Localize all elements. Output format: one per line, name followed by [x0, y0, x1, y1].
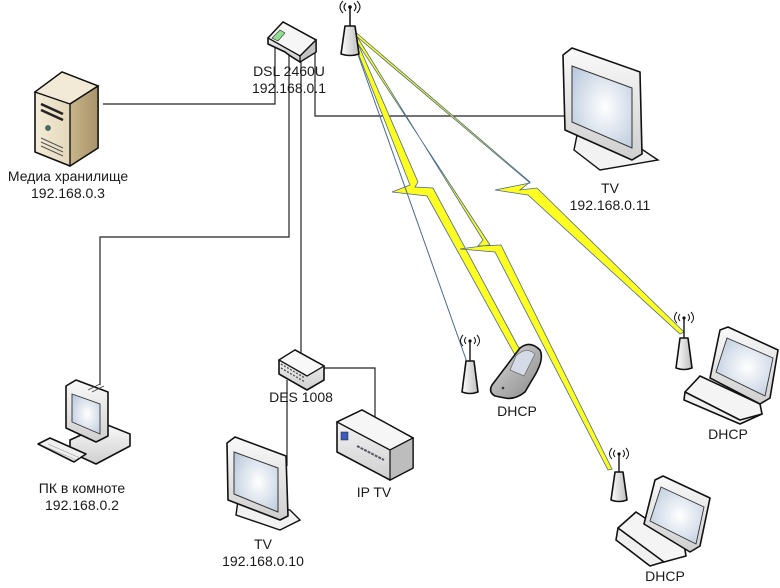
laptop-1-icon[interactable]	[683, 326, 779, 425]
pc-room-name: ПК в комноте	[38, 480, 126, 496]
media-storage-label: Медиа хранилище 192.168.0.3	[8, 168, 128, 202]
access-point-main-icon[interactable]	[339, 0, 361, 57]
switch-icon[interactable]	[277, 349, 326, 391]
wireless-beam-to-phone	[348, 29, 522, 356]
router-label: DSL 2460U 192.168.0.1	[252, 63, 326, 97]
wire-router-to-tv-living	[314, 45, 570, 117]
tv-living-ip: 192.168.0.11	[569, 197, 651, 213]
tv-room-name: TV	[254, 536, 272, 552]
access-point-phone-icon[interactable]	[460, 334, 480, 395]
pc-room-label: ПК в комноте 192.168.0.2	[39, 480, 125, 514]
media-storage-ip: 192.168.0.3	[31, 185, 105, 201]
desktop-pc-icon[interactable]	[37, 379, 131, 465]
mobile-phone-icon[interactable]	[489, 343, 543, 400]
iptv-box-icon[interactable]	[335, 409, 415, 481]
tv-room-icon[interactable]	[226, 436, 302, 531]
phone-label: DHCP	[497, 403, 537, 420]
router-ip: 192.168.0.1	[252, 80, 326, 96]
laptop-1-label: DHCP	[708, 426, 748, 443]
tv-room-label: TV 192.168.0.10	[222, 536, 304, 570]
wire-switch-to-iptv	[322, 367, 376, 420]
router-icon[interactable]	[266, 21, 318, 64]
access-point-laptop-1-icon[interactable]	[674, 311, 694, 371]
iptv-name: IP TV	[356, 484, 392, 500]
media-storage-name: Медиа хранилище	[7, 168, 129, 184]
iptv-label: IP TV	[357, 484, 392, 501]
laptop-2-name: DHCP	[645, 568, 685, 584]
wire-router-to-pc	[99, 40, 290, 385]
switch-label: DES 1008	[269, 389, 333, 406]
tv-living-name: TV	[601, 180, 619, 196]
access-point-laptop-2-icon[interactable]	[609, 447, 629, 503]
switch-name: DES 1008	[269, 389, 333, 405]
server-icon[interactable]	[33, 71, 100, 168]
laptop-2-icon[interactable]	[615, 475, 711, 567]
wireless-line-to-ap-phone	[349, 31, 469, 366]
wired-links	[99, 40, 570, 466]
pc-room-ip: 192.168.0.2	[45, 497, 119, 513]
tv-living-icon[interactable]	[562, 47, 660, 171]
phone-name: DHCP	[497, 403, 537, 419]
wireless-beam-to-laptop-2	[348, 29, 613, 471]
router-name: DSL 2460U	[253, 63, 325, 79]
laptop-2-label: DHCP	[645, 568, 685, 585]
tv-living-label: TV 192.168.0.11	[570, 180, 651, 214]
tv-room-ip: 192.168.0.10	[222, 553, 304, 569]
wire-router-to-media-storage	[103, 40, 276, 105]
laptop-1-name: DHCP	[708, 426, 748, 442]
